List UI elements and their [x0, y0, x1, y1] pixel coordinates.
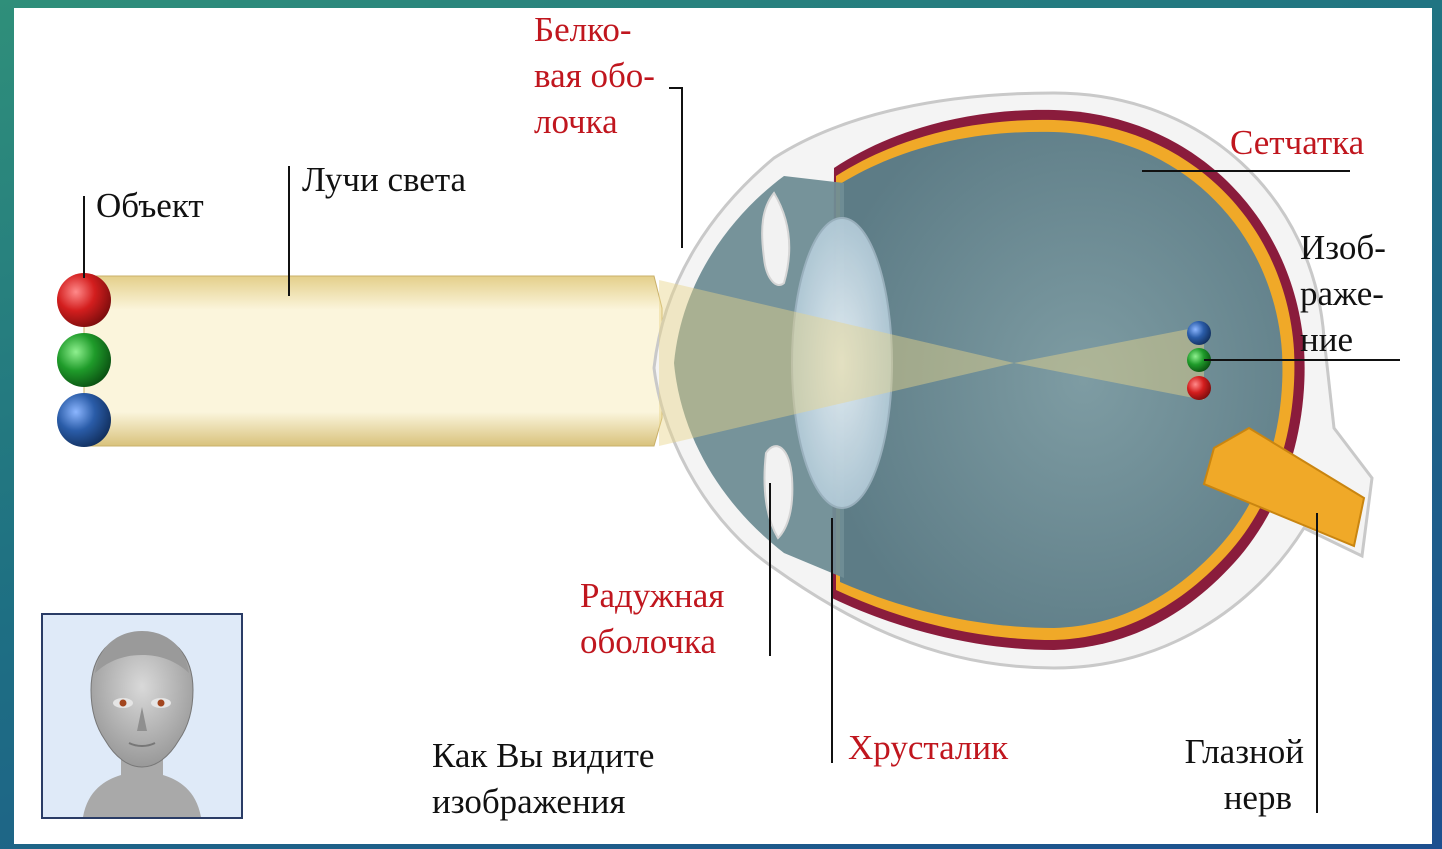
diagram-panel: Объект Лучи света Белко- вая обо- лочка … — [14, 8, 1432, 844]
face-thumbnail — [41, 613, 243, 819]
label-iris-line-2: оболочка — [580, 620, 716, 664]
object-green-sphere-icon — [57, 333, 111, 387]
label-image-line-1: Изоб- — [1300, 226, 1386, 270]
label-optic-nerve-line-1: Глазной — [1134, 730, 1304, 774]
label-retina: Сетчатка — [1230, 121, 1364, 165]
object-red-sphere-icon — [57, 273, 111, 327]
label-image-line-3: ние — [1300, 318, 1353, 362]
label-object: Объект — [96, 184, 204, 228]
label-image-line-2: раже- — [1300, 272, 1384, 316]
label-optic-nerve-line-2: нерв — [1134, 776, 1292, 820]
label-how-you-see-line-2: изображения — [432, 780, 626, 824]
light-beam — [84, 276, 662, 446]
label-how-you-see-line-1: Как Вы видите — [432, 734, 654, 778]
label-light-rays: Лучи света — [302, 158, 466, 202]
label-sclera-line-3: лочка — [534, 100, 618, 144]
leader-sclera — [669, 88, 682, 248]
label-sclera-line-1: Белко- — [534, 8, 631, 52]
label-iris-line-1: Радужная — [580, 574, 724, 618]
image-red-sphere-icon — [1187, 376, 1211, 400]
object-blue-sphere-icon — [57, 393, 111, 447]
image-blue-sphere-icon — [1187, 321, 1211, 345]
label-lens: Хрусталик — [848, 726, 1008, 770]
label-sclera-line-2: вая обо- — [534, 54, 655, 98]
human-head-icon — [43, 615, 241, 817]
